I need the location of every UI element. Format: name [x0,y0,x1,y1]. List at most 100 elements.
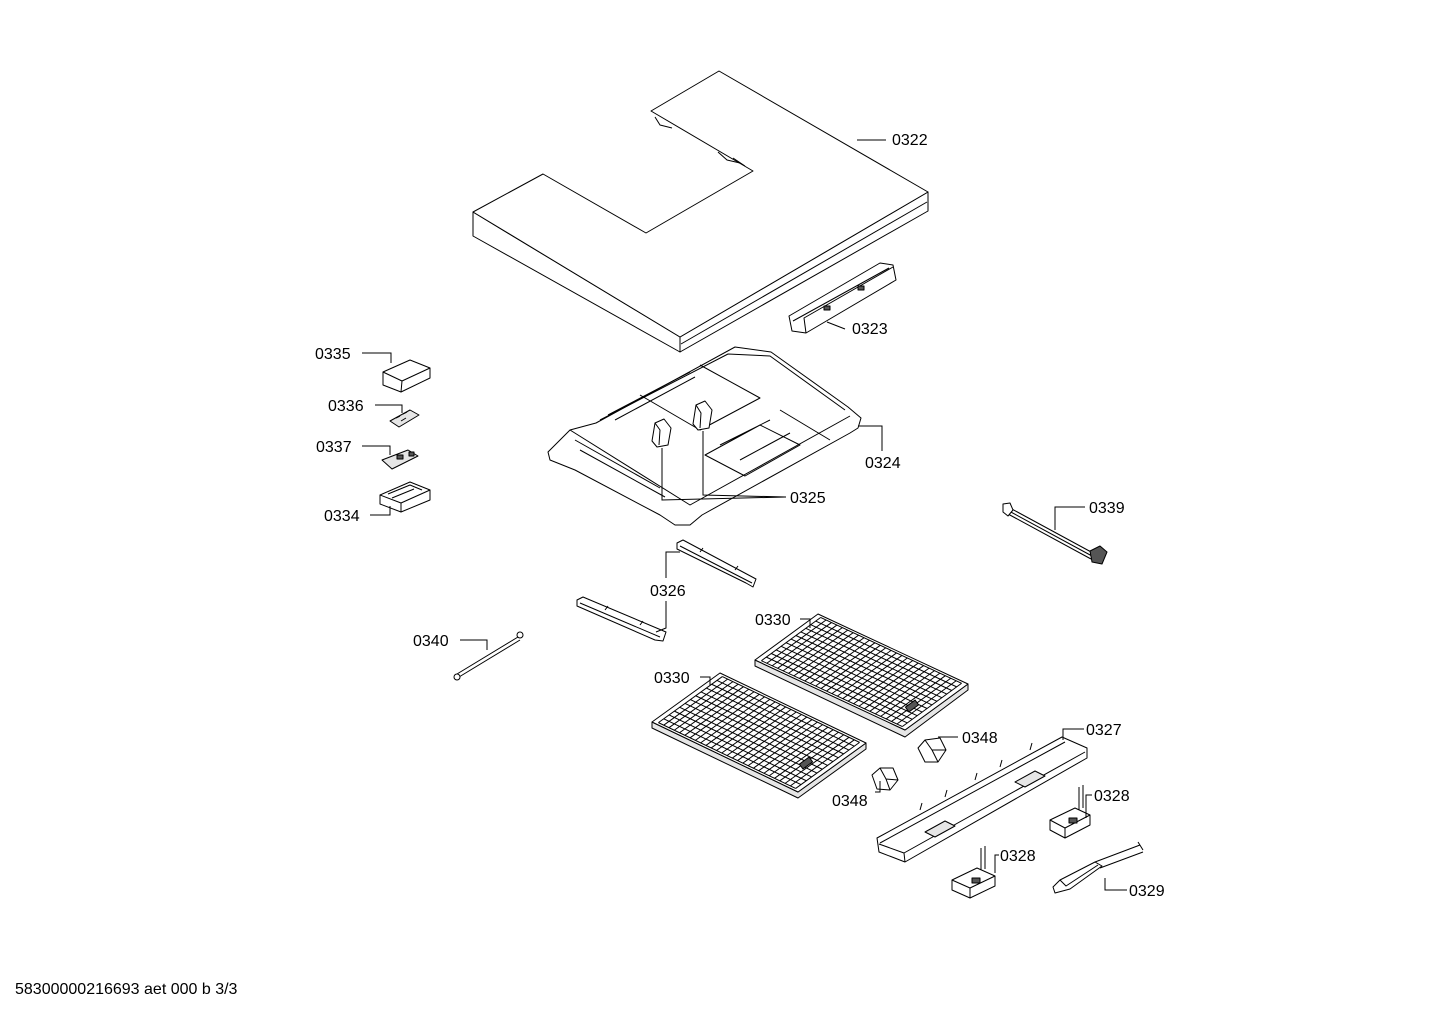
pcb-chip [396,454,404,460]
document-id: 58300000216693 aet 000 b 3/3 [15,981,238,998]
part-0340-rod [453,631,524,681]
tray-outline [547,346,862,526]
rod-shaft [456,636,521,678]
callout-0324: 0324 [865,455,901,472]
module-edge [1049,814,1091,838]
part-0328-module-upper [1049,785,1091,839]
leader-0337 [362,445,391,455]
filter-grid-line [663,718,802,786]
filter-grid-line [785,642,928,709]
leader-0323 [826,321,846,330]
filter-grid-line [700,691,839,759]
filter-grid-line [800,631,943,699]
clip-edge [924,739,946,763]
callout-0325: 0325 [790,490,826,507]
panel-notch-tab-2 [717,151,746,167]
part-0330-filter-upper [754,613,969,738]
filter-grid-line [761,660,903,727]
module-pins [1078,785,1084,810]
cable-wire-1 [1009,507,1094,554]
filter-handle [798,756,814,770]
tray-duct [704,419,801,477]
bar-clip-2 [857,285,865,291]
part-0336-pcb [389,409,420,428]
filter-grid-line [668,714,807,782]
filter-grid-line [679,706,818,774]
callout-0348-upper: 0348 [962,730,998,747]
leader-0327 [1062,728,1084,740]
filter-grid-line [711,683,850,751]
bracket-edge [1059,864,1099,887]
callout-0328-lower: 0328 [1000,848,1036,865]
filter-grid-line [775,649,918,717]
leader-0330-lower [700,676,711,686]
callout-0328-upper: 0328 [1094,788,1130,805]
part-0328-module-lower [951,846,996,899]
panel-notch-tab-1 [654,116,673,129]
leader-0326 [655,551,680,633]
callout-0348-lower: 0348 [832,793,868,810]
bracket-2-edge [695,404,702,429]
cable-connector-left [1002,502,1014,517]
part-0325-brackets [651,400,713,448]
module-port [1068,817,1078,824]
bracket-1-edge [654,422,661,446]
box-body [379,481,431,513]
callout-0337: 0337 [316,439,352,456]
filter-grid-line [810,624,952,691]
filter-grid-line [722,676,860,743]
part-0337-pcb [381,449,419,470]
callout-0339: 0339 [1089,500,1125,517]
module-pins [980,846,986,871]
callout-0334: 0334 [324,508,360,525]
part-0323-bar [788,262,897,334]
part-0327-channel [876,736,1088,863]
cover-body [382,359,431,393]
bar-clip-1 [823,305,831,311]
module-port [971,877,981,884]
clip-edge [879,767,899,791]
rail-lower-edge [579,602,661,638]
part-0339-cable [1002,502,1108,565]
cover-edge [382,367,431,393]
cable-wire-3 [1008,510,1093,557]
cable-wire-2 [1007,513,1092,560]
leader-0340 [460,639,488,650]
filter-grid-line [766,656,908,724]
leader-0334 [370,506,391,516]
filter-handle [904,699,920,713]
callout-0327: 0327 [1086,722,1122,739]
leader-0330-upper [800,618,811,628]
filter-grid-line [790,638,933,706]
leader-0348-lower [875,781,881,793]
leader-0328-lower [994,854,999,873]
channel-cutout-1 [924,820,956,838]
part-0322-top-panel [472,70,929,353]
filter-grid-line [716,679,855,747]
leader-0328-upper [1085,794,1092,818]
filter-grid-line [805,627,948,695]
leader-0336 [375,404,403,413]
leader-0324 [858,425,883,451]
rail-upper [676,539,757,588]
callout-labels: 0322 0323 0335 0336 0337 0334 0324 0325 … [315,132,1165,900]
filter-grid-line [815,620,957,688]
part-0324-tray [547,346,862,526]
callout-0330-lower: 0330 [654,670,690,687]
part-0335-cover [382,359,431,393]
part-0326-rails [576,539,757,642]
box-edge [379,484,431,512]
filter-grid-line [690,699,828,766]
filter-grid-line [820,617,962,684]
tray-front-ribs [574,409,831,498]
clip-body [871,767,899,791]
callout-0340: 0340 [413,633,449,650]
callout-0329: 0329 [1129,883,1165,900]
filter-grid-line [674,710,812,778]
callout-0322: 0322 [892,132,928,149]
callout-0323: 0323 [852,321,888,338]
panel-front-stripe [680,201,928,345]
rail-upper-edge [679,545,753,584]
module-edge [951,875,996,898]
